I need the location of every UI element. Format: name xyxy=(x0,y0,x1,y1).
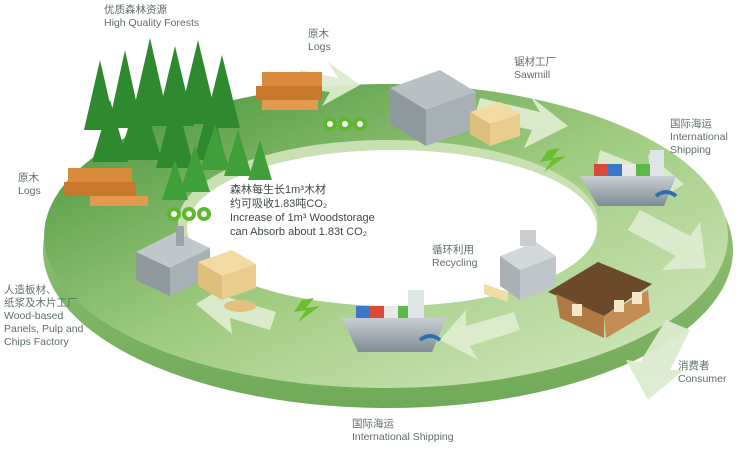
sawmill-icon xyxy=(390,70,476,110)
arrow-icon xyxy=(440,310,520,360)
co2-note-line-3: Increase of 1m³ Woodstorage xyxy=(230,212,375,224)
sawmill xyxy=(390,70,520,146)
label-shipping-right-cn: 国际海运 xyxy=(670,118,712,130)
label-logs-top-en: Logs xyxy=(308,41,331,53)
co2-note-line-1: 森林每生长1m³木材 xyxy=(230,184,326,196)
label-shipping-right-en-2: Shipping xyxy=(670,144,711,156)
tree-icon xyxy=(180,145,210,192)
tree-icon xyxy=(204,55,240,128)
label-consumer: 消费者 Consumer xyxy=(678,360,726,386)
lightning-icon xyxy=(540,148,566,172)
tree-icon xyxy=(108,50,142,128)
recycling-bin-icon xyxy=(500,242,556,270)
label-shipping-right: 国际海运 International Shipping xyxy=(670,118,728,157)
label-factory-en-1: Wood-based xyxy=(4,310,64,322)
factory xyxy=(136,226,256,312)
label-shipping-bottom: 国际海运 International Shipping xyxy=(352,418,454,444)
log-pile-icon xyxy=(262,72,322,86)
label-factory-cn-1: 人造板材、 xyxy=(4,284,57,296)
label-logs-left-en: Logs xyxy=(18,185,41,197)
arrow-icon xyxy=(628,210,706,270)
wood-planks-icon xyxy=(470,102,520,124)
co2-note-line-2: 约可吸收1.83吨CO₂ xyxy=(230,198,328,210)
lightning-icon xyxy=(294,298,320,322)
label-recycling-en: Recycling xyxy=(432,257,478,269)
tree-icon xyxy=(162,160,188,200)
label-logs-left: 原木 Logs xyxy=(18,172,41,198)
recycling-bin xyxy=(484,230,556,302)
co2-absorption-note: 森林每生长1m³木材 约可吸收1.83吨CO₂ Increase of 1m³ … xyxy=(230,183,400,239)
label-factory-en-2: Panels, Pulp and xyxy=(4,323,84,335)
label-logs-left-cn: 原木 xyxy=(18,172,39,184)
cargo-ship-icon xyxy=(342,318,446,352)
forest xyxy=(84,38,272,200)
label-recycling: 循环利用 Recycling xyxy=(432,244,478,270)
co2-note-line-4: can Absorb about 1.83t CO₂ xyxy=(230,226,367,238)
tree-icon xyxy=(92,100,128,162)
arrow-icon xyxy=(626,320,690,400)
label-sawmill: 锯材工厂 Sawmill xyxy=(514,56,556,82)
label-factory-en-3: Chips Factory xyxy=(4,336,69,348)
cargo-ship-icon xyxy=(580,176,676,206)
label-consumer-en: Consumer xyxy=(678,373,727,385)
factory-icon xyxy=(136,232,210,268)
log-pile-left xyxy=(64,168,148,206)
label-logs-top-cn: 原木 xyxy=(308,28,329,40)
tree-icon xyxy=(156,95,194,168)
label-logs-top: 原木 Logs xyxy=(308,28,331,54)
tree-icon xyxy=(200,125,230,170)
label-recycling-cn: 循环利用 xyxy=(432,244,474,256)
log-pile-top xyxy=(256,72,322,110)
tree-icon xyxy=(178,40,218,124)
label-consumer-cn: 消费者 xyxy=(678,360,710,372)
label-shipping-right-en-1: International xyxy=(670,131,728,143)
label-forest-en: High Quality Forests xyxy=(104,17,200,29)
label-forest-cn: 优质森林资源 xyxy=(104,4,167,16)
label-sawmill-cn: 锯材工厂 xyxy=(514,56,556,68)
label-factory: 人造板材、 纸浆及木片工厂 Wood-based Panels, Pulp an… xyxy=(4,284,83,349)
label-factory-cn-2: 纸浆及木片工厂 xyxy=(4,297,78,309)
label-sawmill-en: Sawmill xyxy=(514,69,551,81)
tree-icon xyxy=(118,90,162,160)
wood-planks-icon xyxy=(198,250,256,276)
tree-icon xyxy=(224,130,252,176)
tree-icon xyxy=(248,140,272,180)
house xyxy=(548,262,652,338)
log-pile-icon xyxy=(68,168,132,182)
label-shipping-bottom-en: International Shipping xyxy=(352,431,454,443)
cargo-ship-bottom xyxy=(342,290,446,352)
label-shipping-bottom-cn: 国际海运 xyxy=(352,418,394,430)
cargo-ship-right xyxy=(580,150,678,206)
label-high-quality-forests: 优质森林资源 High Quality Forests xyxy=(104,4,199,30)
